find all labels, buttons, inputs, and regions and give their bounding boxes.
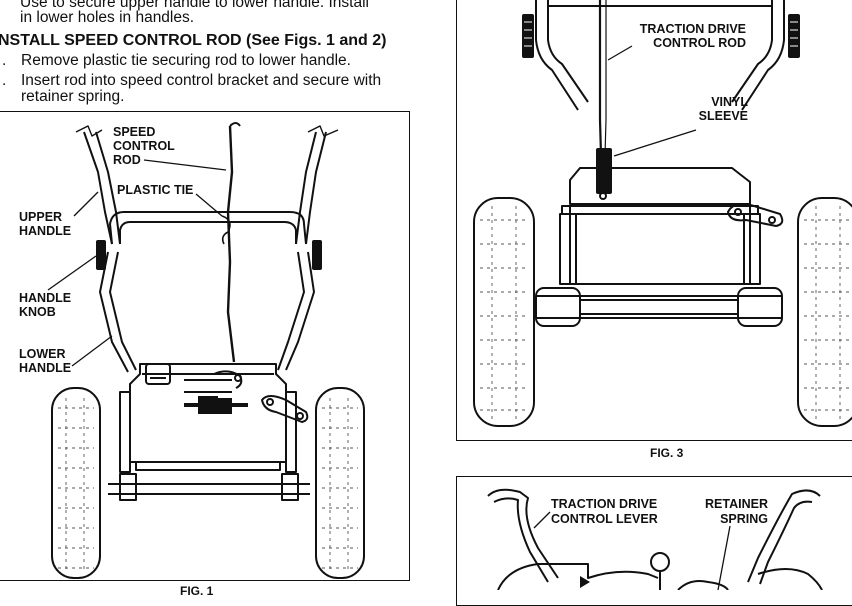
section-heading: NSTALL SPEED CONTROL ROD (See Figs. 1 an… bbox=[0, 32, 387, 49]
callout-lower-handle-line-1: LOWER bbox=[19, 347, 66, 361]
callout-upper-handle-line-1: UPPER bbox=[19, 210, 63, 224]
callout-handle-knob-line-1: HANDLE bbox=[19, 291, 72, 305]
figure-1-frame bbox=[0, 111, 410, 581]
callout-retainer-spring-line-2: SPRING bbox=[720, 512, 768, 526]
step-2-text-line-2: retainer spring. bbox=[21, 88, 125, 105]
figure-3-illustration bbox=[473, 0, 852, 427]
step-1-text: Remove plastic tie securing rod to lower… bbox=[21, 52, 351, 69]
step-2-text-line-1: Insert rod into speed control bracket an… bbox=[21, 72, 382, 89]
callout-traction-drive-control-rod-line-2: CONTROL ROD bbox=[653, 36, 746, 50]
figure-1-caption: FIG. 1 bbox=[180, 584, 214, 598]
callout-speed-control-rod-line-2: CONTROL bbox=[113, 139, 175, 153]
step-1-number: . bbox=[2, 52, 7, 69]
figure-3-frame bbox=[456, 0, 852, 441]
figure-4-illustration bbox=[487, 488, 823, 590]
step-2-number: . bbox=[2, 72, 7, 89]
callout-speed-control-rod-line-1: SPEED bbox=[113, 125, 156, 139]
callout-traction-drive-control-lever-line-1: TRACTION DRIVE bbox=[551, 497, 658, 511]
callout-plastic-tie: PLASTIC TIE bbox=[117, 183, 194, 197]
callout-lower-handle-line-2: HANDLE bbox=[19, 361, 72, 375]
figure-1-illustration bbox=[47, 122, 365, 579]
callout-vinyl-sleeve-line-1: VINYL bbox=[711, 95, 748, 109]
callout-upper-handle-line-2: HANDLE bbox=[19, 224, 72, 238]
callout-vinyl-sleeve-line-2: SLEEVE bbox=[698, 109, 748, 123]
callout-traction-drive-control-lever-line-2: CONTROL LEVER bbox=[551, 512, 658, 526]
callout-handle-knob-line-2: KNOB bbox=[19, 305, 56, 319]
callout-traction-drive-control-rod-line-1: TRACTION DRIVE bbox=[639, 22, 746, 36]
callout-speed-control-rod-line-3: ROD bbox=[113, 153, 141, 167]
callout-retainer-spring-line-1: RETAINER bbox=[705, 497, 768, 511]
figure-3-caption: FIG. 3 bbox=[650, 446, 684, 460]
intro-line-2: in lower holes in handles. bbox=[20, 9, 195, 26]
intro-line-1: Use to secure upper handle to lower hand… bbox=[20, 0, 369, 11]
